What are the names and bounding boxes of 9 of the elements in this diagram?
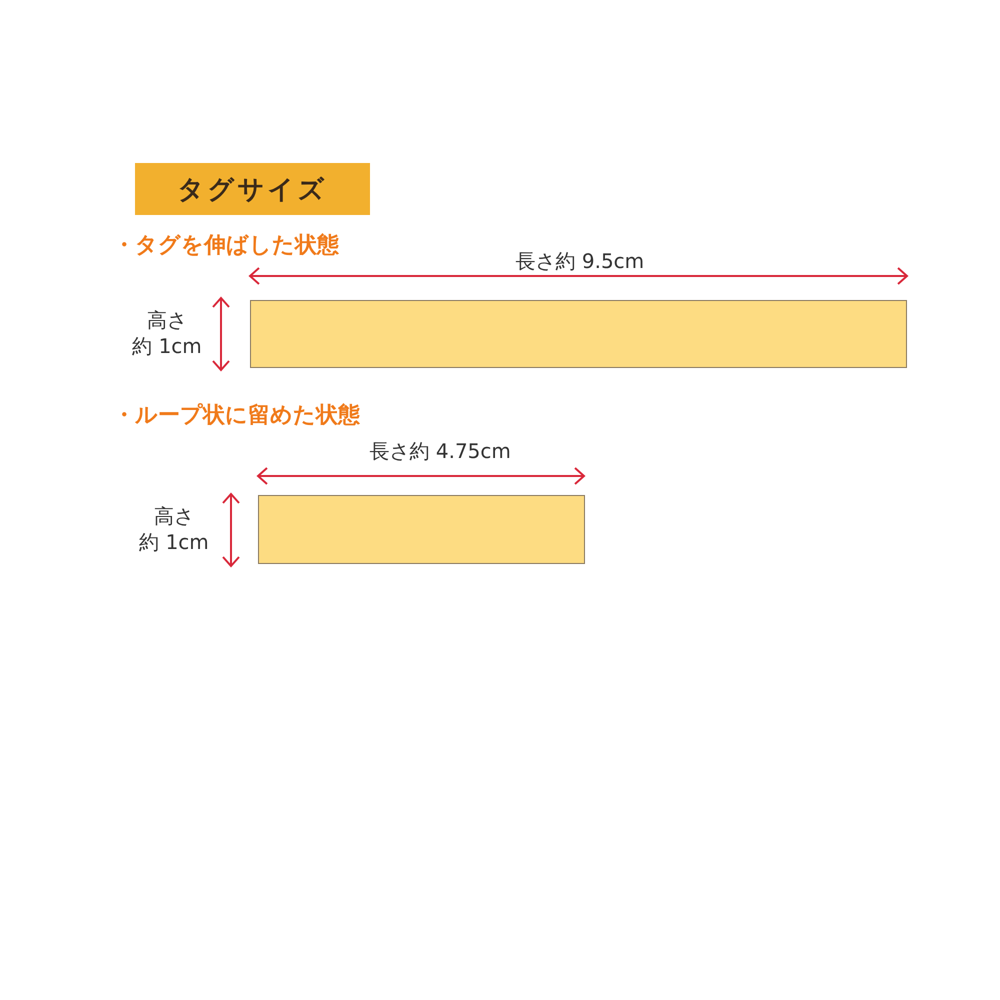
dimension-label: 長さ約 9.5cm	[516, 248, 644, 274]
section-heading: ・タグを伸ばした状態	[113, 232, 339, 260]
section-heading: ・ループ状に留めた状態	[113, 402, 360, 430]
tag-strip	[258, 495, 585, 564]
dimension-label: 長さ約 4.75cm	[370, 438, 511, 464]
dimension-label: 高さ約 1cm	[131, 307, 203, 359]
dimension-label: 高さ約 1cm	[138, 503, 210, 555]
tag-strip	[250, 300, 907, 368]
heading-banner: タグサイズ	[135, 163, 370, 215]
